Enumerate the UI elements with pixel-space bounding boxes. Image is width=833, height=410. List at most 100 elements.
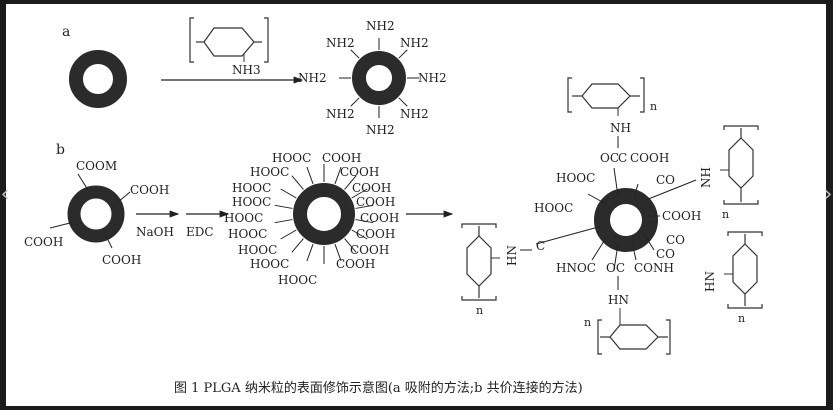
hooc-7: HOOC xyxy=(238,243,277,257)
nh-top: NH xyxy=(610,121,631,135)
nanoparticle-a xyxy=(69,50,127,108)
hooc-3: HOOC xyxy=(232,181,271,195)
label-a: a xyxy=(62,24,70,40)
cooh-spokes-line xyxy=(344,175,357,190)
cooh-spokes-line xyxy=(291,175,304,190)
amine-polymer-unit: NH3 xyxy=(189,17,269,77)
cooh-spokes-line xyxy=(334,166,342,185)
nh2-bottom-left: NH2 xyxy=(326,107,355,121)
nh2-top-left: NH2 xyxy=(326,36,355,50)
co-c3: CO xyxy=(656,247,675,261)
n-right-top: n xyxy=(722,208,729,221)
nh2-bottom: NH2 xyxy=(366,123,395,137)
cooh-spokes-line xyxy=(291,238,304,253)
hooc-c2: HOOC xyxy=(534,201,573,215)
cooh-3: COOH xyxy=(352,181,391,195)
cooh-c2: COOH xyxy=(662,209,701,223)
hooc-9: HOOC xyxy=(278,273,317,287)
nh2-bottom-right: NH2 xyxy=(400,107,429,121)
nh-right-top: NH xyxy=(699,167,713,188)
nh2-spokes-line xyxy=(350,97,360,107)
coom-group: COOM xyxy=(76,159,117,173)
hooc-6: HOOC xyxy=(228,227,267,241)
cooh-spokes-line xyxy=(334,243,342,262)
cooh-spokes-line xyxy=(355,204,374,209)
cooh-spokes-line xyxy=(306,166,314,185)
cooh-spokes-line xyxy=(274,219,293,224)
nanoparticle-b-bonds xyxy=(49,173,131,249)
nh2-spokes xyxy=(339,38,419,118)
conh-c1: CONH xyxy=(634,261,674,275)
nanoparticle-b-activated xyxy=(293,183,355,245)
nh2-top: NH2 xyxy=(366,19,395,33)
cooh-spokes-line xyxy=(274,204,293,209)
hooc-1: HOOC xyxy=(272,151,311,165)
activated-carboxyl-groups: HOOC COOH HOOC COOH HOOC COOH HOOC COOH … xyxy=(224,151,399,287)
n-top: n xyxy=(650,100,657,113)
cooh-8: COOH xyxy=(336,257,375,271)
co-c2: CO xyxy=(666,233,685,247)
nanoparticle-conjugated xyxy=(594,188,658,252)
cooh-4: COOH xyxy=(356,195,395,209)
cooh-spokes-line xyxy=(355,219,374,224)
nanoparticle-a-modified xyxy=(352,51,406,105)
cooh-spokes-line xyxy=(351,188,368,199)
nh3-label: NH3 xyxy=(232,63,261,77)
polymer-unit-right-top: n xyxy=(720,125,759,221)
c-top: C xyxy=(618,151,627,165)
cooh-1: COOH xyxy=(322,151,361,165)
nh2-left: NH2 xyxy=(298,71,327,85)
conjugated-bonds xyxy=(535,167,697,271)
nh2-spokes-line xyxy=(398,97,408,107)
polymer-unit-top: n xyxy=(567,77,657,116)
n-left: n xyxy=(476,304,483,317)
nh2-right: NH2 xyxy=(418,71,447,85)
figure-panel: a NH3 NH2 NH2 NH2 NH2 NH2 NH2 xyxy=(6,4,826,406)
hooc-4: HOOC xyxy=(232,195,271,209)
hooc-2: HOOC xyxy=(250,165,289,179)
hooc-8: HOOC xyxy=(250,257,289,271)
n-right-bottom: n xyxy=(738,312,745,325)
cooh-5: COOH xyxy=(360,211,399,225)
co-c1: CO xyxy=(656,173,675,187)
label-b: b xyxy=(56,142,65,158)
cooh-spokes-line xyxy=(306,243,314,262)
cooh-spokes-line xyxy=(351,229,368,240)
figure-caption: 图 1 PLGA 纳米粒的表面修饰示意图(a 吸附的方法;b 共价连接的方法) xyxy=(174,380,583,396)
cooh-7: COOH xyxy=(350,243,389,257)
naoh-label: NaOH xyxy=(136,225,174,239)
cooh-spokes-line xyxy=(280,229,297,240)
cooh-group-b3: COOH xyxy=(102,253,141,267)
oc-top: OC xyxy=(600,151,619,165)
nanoparticle-b xyxy=(67,185,125,243)
polymer-unit-bottom: n xyxy=(584,308,671,355)
oc-bottom: OC xyxy=(606,261,625,275)
hn-bottom: HN xyxy=(608,293,629,307)
hn-right-bottom: HN xyxy=(703,271,717,292)
hnoc-c1: HNOC xyxy=(556,261,596,275)
chevron-left-icon[interactable]: ‹ xyxy=(0,182,10,207)
cooh-c1: COOH xyxy=(630,151,669,165)
hooc-c1: HOOC xyxy=(556,171,595,185)
cooh-spokes xyxy=(274,164,374,264)
surface-modification-diagram: a NH3 NH2 NH2 NH2 NH2 NH2 NH2 xyxy=(24,17,763,396)
cooh-group-b2: COOH xyxy=(24,235,63,249)
hn-left: HN xyxy=(505,245,519,266)
chevron-right-icon[interactable]: › xyxy=(823,182,833,207)
cooh-group-b1: COOH xyxy=(130,183,169,197)
nh2-top-right: NH2 xyxy=(400,36,429,50)
edc-label: EDC xyxy=(186,225,214,239)
polymer-unit-left: n xyxy=(461,223,500,317)
cooh-spokes-line xyxy=(344,238,357,253)
nh2-spokes-line xyxy=(398,49,408,59)
c-left: C xyxy=(536,239,545,253)
nh2-spokes-line xyxy=(350,49,360,59)
polymer-unit-right-bottom: n xyxy=(724,231,763,325)
hooc-5: HOOC xyxy=(224,211,263,225)
nh2-groups: NH2 NH2 NH2 NH2 NH2 NH2 NH2 NH2 xyxy=(298,19,447,137)
cooh-6: COOH xyxy=(356,227,395,241)
cooh-2: COOH xyxy=(340,165,379,179)
n-bottom: n xyxy=(584,316,591,329)
cooh-spokes-line xyxy=(280,188,297,199)
